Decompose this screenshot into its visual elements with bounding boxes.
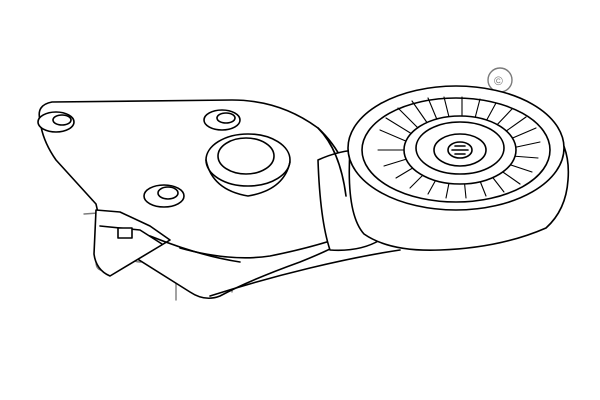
hole-bottom [143, 184, 185, 208]
hole-top [203, 109, 241, 131]
mounting-holes [37, 109, 241, 208]
pulley [347, 85, 570, 251]
pivot-boss [205, 133, 291, 197]
hole-top-left [37, 111, 75, 133]
slot [117, 227, 133, 239]
copyright-symbol: © [494, 74, 503, 88]
